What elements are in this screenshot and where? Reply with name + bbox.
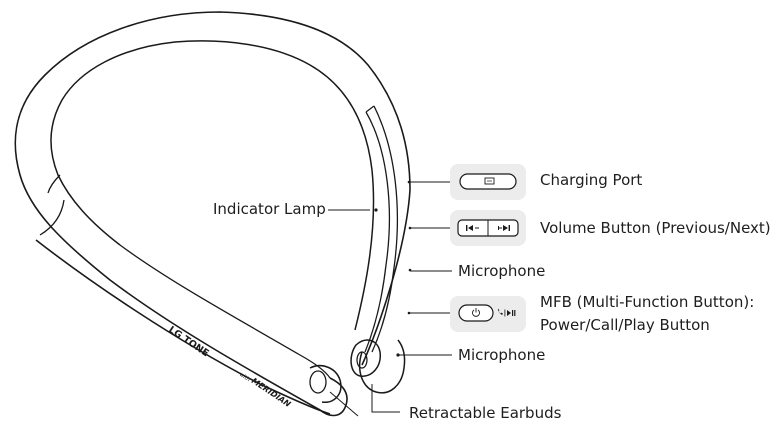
- brand-logo: LG TONE: [166, 324, 210, 359]
- previous-track-icon: [466, 225, 479, 231]
- power-icon: [472, 308, 480, 317]
- label-mfb-line2: Power/Call/Play Button: [540, 316, 710, 334]
- label-charging-port: Charging Port: [540, 171, 643, 189]
- leader-lines: [328, 181, 452, 417]
- next-track-icon: [498, 225, 510, 231]
- indicator-lamp-dot: [374, 208, 378, 212]
- charging-port-inset: [450, 164, 526, 200]
- label-retractable-earbuds: Retractable Earbuds: [409, 404, 562, 422]
- volume-button-inset: [450, 210, 526, 246]
- mfb-inset: [450, 296, 526, 332]
- brand-partner-logo: MERIDIAN: [250, 376, 293, 409]
- label-microphone-upper: Microphone: [458, 262, 546, 280]
- usb-port-icon: [484, 177, 495, 185]
- label-mfb-line1: MFB (Multi-Function Button):: [540, 293, 755, 311]
- call-play-pause-icon: [498, 308, 516, 317]
- label-volume-button: Volume Button (Previous/Next): [540, 219, 771, 237]
- brand-with: with: [238, 372, 251, 384]
- label-microphone-lower: Microphone: [458, 346, 546, 364]
- label-indicator-lamp: Indicator Lamp: [213, 200, 326, 218]
